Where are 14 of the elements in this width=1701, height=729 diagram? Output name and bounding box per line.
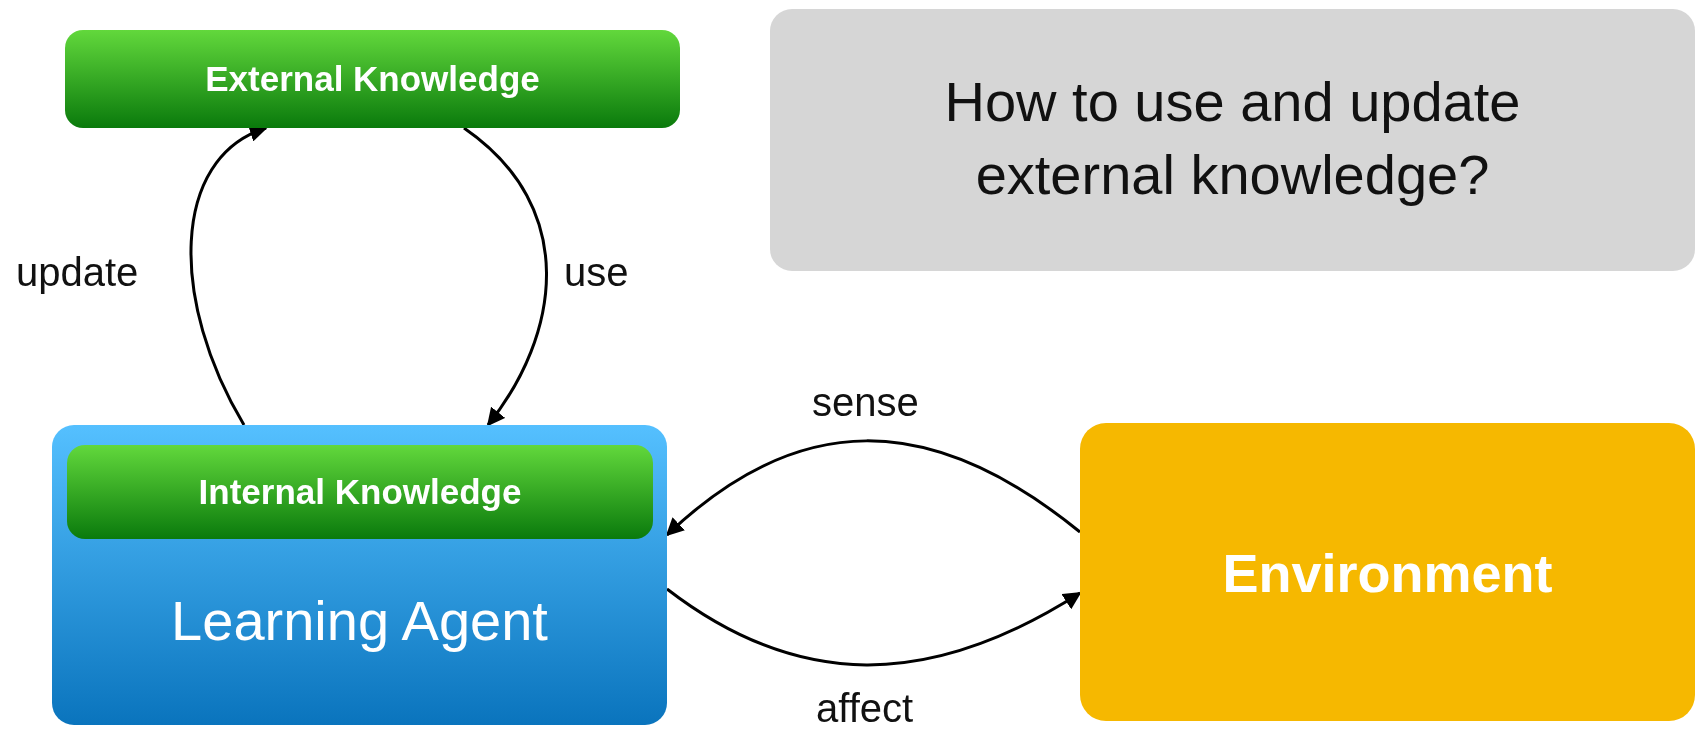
- node-label: How to use and update external knowledge?: [943, 69, 1522, 208]
- node-label: Learning Agent: [171, 587, 548, 654]
- arrow: [189, 126, 268, 426]
- node-label: Environment: [1222, 541, 1553, 605]
- node-label: Internal Knowledge: [198, 471, 522, 514]
- arrow: [665, 439, 1081, 537]
- question-box: [770, 9, 1695, 271]
- node-label: External Knowledge: [205, 58, 540, 101]
- arrow: [666, 587, 1082, 667]
- arrow: [463, 126, 548, 427]
- agent-box: [52, 425, 667, 725]
- environment-box: [1080, 423, 1695, 721]
- knowledge-box: [65, 30, 680, 128]
- knowledge-box: [67, 445, 653, 539]
